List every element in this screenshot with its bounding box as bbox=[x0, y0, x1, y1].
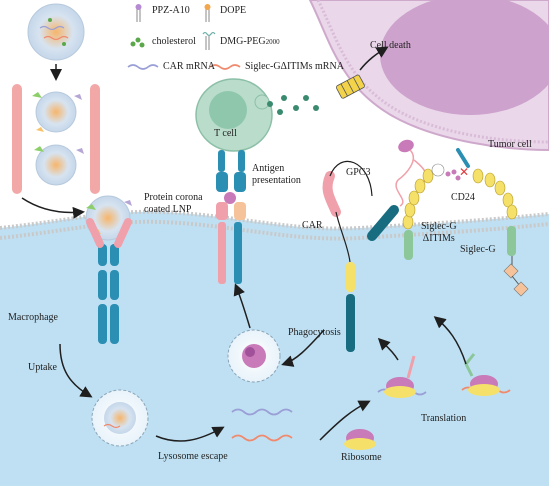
car-label: CAR bbox=[302, 220, 323, 231]
protein-corona-line2: coated LNP bbox=[144, 204, 192, 215]
arrow-to-corona bbox=[21, 197, 85, 219]
dmg-peg-icon bbox=[202, 31, 216, 50]
membrane-outer-leaflet bbox=[0, 209, 549, 231]
dope-icon bbox=[204, 4, 211, 22]
macrophage-label: Macrophage bbox=[8, 312, 58, 323]
protein-corona-label: Protein corona coated LNP bbox=[144, 192, 203, 216]
legend-cholesterol-label: cholesterol bbox=[152, 36, 196, 47]
car-receptor bbox=[322, 160, 399, 352]
cd24-block-mark: ✕ bbox=[459, 165, 469, 179]
cytotoxic-granules bbox=[267, 95, 319, 115]
legend-dope-label: DOPE bbox=[220, 5, 247, 16]
legend bbox=[127, 4, 241, 70]
siglec-g-ditims-line1: Siglec-G bbox=[421, 221, 457, 232]
t-cell-label: T cell bbox=[214, 128, 237, 139]
cell-death-label: Cell death bbox=[370, 40, 411, 51]
arrow-lysosome-escape bbox=[155, 426, 225, 442]
blood-vessel bbox=[12, 84, 100, 194]
cholesterol-icon bbox=[130, 37, 145, 48]
siglec-g-label: Siglec-G bbox=[460, 244, 496, 255]
siglec-g-ditims-label: Siglec-G ΔITIMs bbox=[421, 221, 457, 245]
arrow-to-antigen bbox=[233, 283, 251, 329]
legend-car-mrna-label: CAR mRNA bbox=[163, 61, 215, 72]
perforin-channel bbox=[335, 74, 365, 99]
ribosome-free bbox=[344, 429, 376, 450]
gpc3-label: GPC3 bbox=[346, 167, 371, 178]
lysosome-escape-label: Lysosome escape bbox=[158, 451, 228, 462]
siglec-g-ditims bbox=[402, 163, 445, 260]
antigen-line2: presentation bbox=[252, 175, 301, 186]
phagocytosis-label: Phagocytosis bbox=[288, 327, 341, 338]
arrow-translation-to-car bbox=[377, 337, 399, 361]
antigen-line1: Antigen bbox=[252, 163, 285, 174]
antigen-presentation-label: Antigen presentation bbox=[252, 163, 301, 187]
membrane-inner-leaflet bbox=[0, 219, 549, 241]
arrow-translation-to-siglec bbox=[433, 316, 467, 365]
arrow-to-ribosome bbox=[319, 400, 371, 441]
legend-dmg-peg-label: DMG-PEG2000 bbox=[220, 36, 280, 48]
siglec-mrna-icon bbox=[209, 64, 241, 70]
legend-siglec-mrna-label: Siglec-GΔITIMs mRNA bbox=[245, 61, 344, 72]
phagosome bbox=[227, 329, 281, 383]
tumor-cell-label: Tumor cell bbox=[488, 139, 532, 150]
cd24-label: CD24 bbox=[451, 192, 475, 203]
ribosome-label: Ribosome bbox=[341, 452, 382, 463]
released-siglec-mrna bbox=[231, 434, 293, 442]
ribosome-translating-car bbox=[377, 355, 427, 398]
cd24-molecule bbox=[445, 148, 470, 181]
tumor-nucleus bbox=[380, 0, 549, 115]
lnp-particle-top bbox=[27, 3, 85, 61]
siglec-g-ditims-line2: ΔITIMs bbox=[422, 233, 455, 244]
car-mrna-icon bbox=[127, 64, 159, 70]
tumor-cell-membrane bbox=[316, 0, 549, 144]
endosome bbox=[91, 389, 149, 447]
t-cell bbox=[195, 78, 273, 152]
protein-corona-line1: Protein corona bbox=[144, 192, 203, 203]
translation-label: Translation bbox=[421, 413, 467, 424]
arrow-uptake bbox=[59, 343, 93, 398]
released-car-mrna bbox=[231, 408, 293, 416]
siglec-g bbox=[472, 168, 529, 297]
tcr-complex bbox=[216, 150, 246, 284]
ppz-icon bbox=[135, 4, 142, 22]
uptake-label: Uptake bbox=[28, 362, 57, 373]
legend-dmg-peg-subscript: 2000 bbox=[265, 38, 280, 46]
arrow-cell-death bbox=[359, 46, 389, 71]
arrow-phagocytosis bbox=[281, 329, 325, 367]
legend-ppz-label: PPZ-A10 bbox=[152, 5, 190, 16]
uptake-receptor bbox=[86, 218, 132, 344]
legend-dmg-peg-text: DMG-PEG bbox=[220, 36, 266, 47]
